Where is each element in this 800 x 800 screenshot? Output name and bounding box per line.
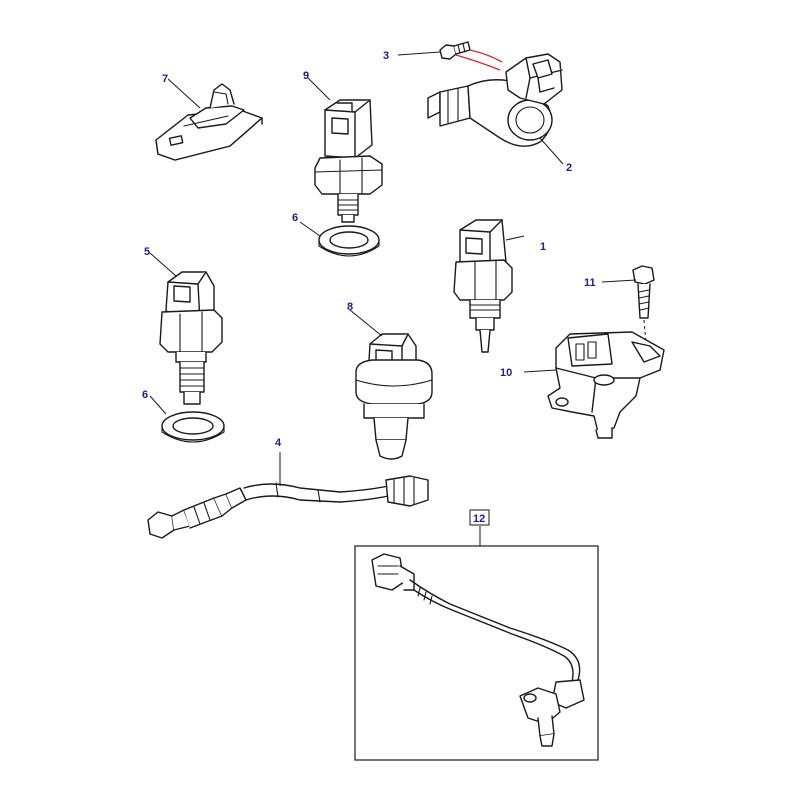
callout-6-upper: 6: [292, 212, 298, 224]
callout-12-box: [469, 509, 490, 526]
callout-11: 11: [584, 277, 596, 289]
pressure-switch-part: [314, 99, 383, 223]
callout-1: 1: [540, 241, 546, 253]
callout-12: 12: [473, 513, 485, 525]
callout-labels: 1 2 3 4 5 6 6 7 8 9 10 11 12: [142, 50, 596, 526]
bolt-fitting-arrow: [455, 54, 501, 71]
callout-5: 5: [144, 246, 150, 258]
map-sensor-part: [547, 331, 665, 439]
crank-sensor-frame: [354, 545, 599, 761]
mounting-bolt-part: [632, 265, 655, 345]
callout-3: 3: [383, 50, 389, 62]
sealing-washer-upper: [318, 225, 380, 257]
temperature-switch-part: [159, 271, 223, 405]
leader-lines: [149, 51, 637, 546]
temperature-sender-part: [453, 219, 513, 353]
callout-9: 9: [303, 70, 309, 82]
sealing-washer-lower: [161, 411, 225, 443]
callout-8: 8: [347, 301, 353, 313]
clip-bracket-part: [155, 83, 263, 161]
callout-7: 7: [162, 73, 168, 85]
sensor-bolt-part: [439, 41, 503, 71]
callout-6-lower: 6: [142, 389, 148, 401]
callout-2: 2: [566, 162, 572, 174]
oxygen-sensor-part: [147, 475, 429, 539]
camshaft-sensor-part: [427, 53, 563, 147]
coolant-sensor-part: [355, 333, 433, 460]
crank-sensor-part: [371, 553, 585, 747]
callout-4: 4: [275, 437, 282, 449]
callout-10: 10: [500, 367, 512, 379]
